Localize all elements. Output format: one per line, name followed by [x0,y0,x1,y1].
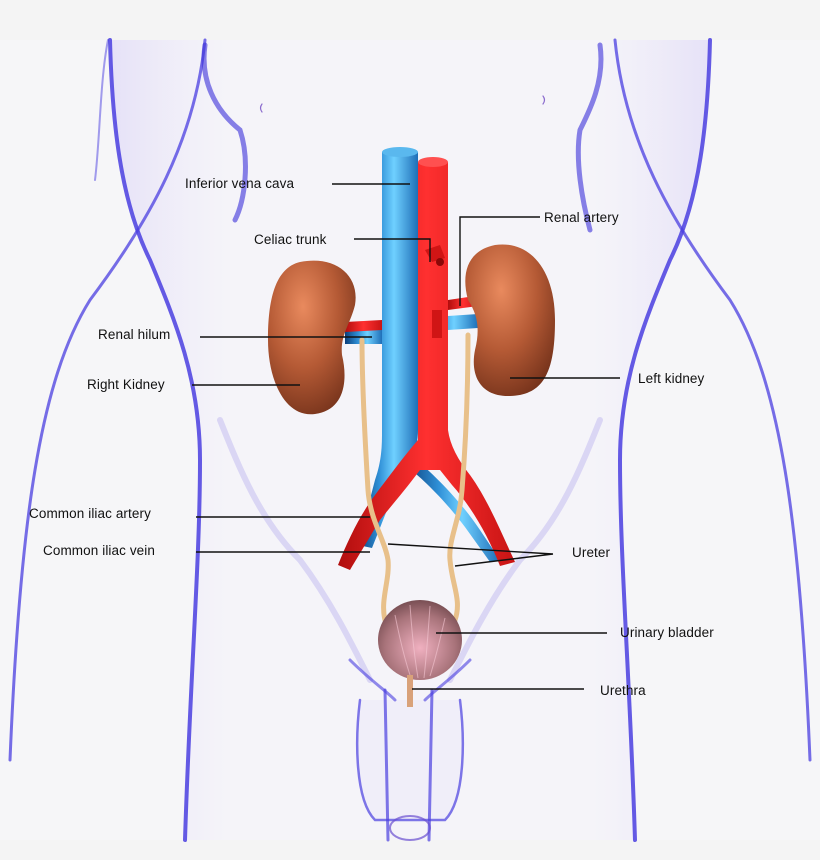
label-common-iliac-artery: Common iliac artery [29,506,151,521]
label-left-kidney: Left kidney [638,371,705,386]
label-inferior-vena-cava: Inferior vena cava [185,176,295,191]
label-common-iliac-vein: Common iliac vein [43,543,155,558]
label-right-kidney: Right Kidney [87,377,165,392]
left-kidney-organ [465,244,555,397]
urethra-tube [407,675,413,707]
label-renal-artery: Renal artery [544,210,619,225]
label-urinary-bladder: Urinary bladder [620,625,714,640]
label-renal-hilum: Renal hilum [98,327,171,342]
urinary-bladder-organ [378,600,462,680]
label-ureter: Ureter [572,545,611,560]
aorta-vessel [338,157,515,570]
leader-lines [192,183,620,690]
label-urethra: Urethra [600,683,646,698]
label-celiac-trunk: Celiac trunk [254,232,327,247]
